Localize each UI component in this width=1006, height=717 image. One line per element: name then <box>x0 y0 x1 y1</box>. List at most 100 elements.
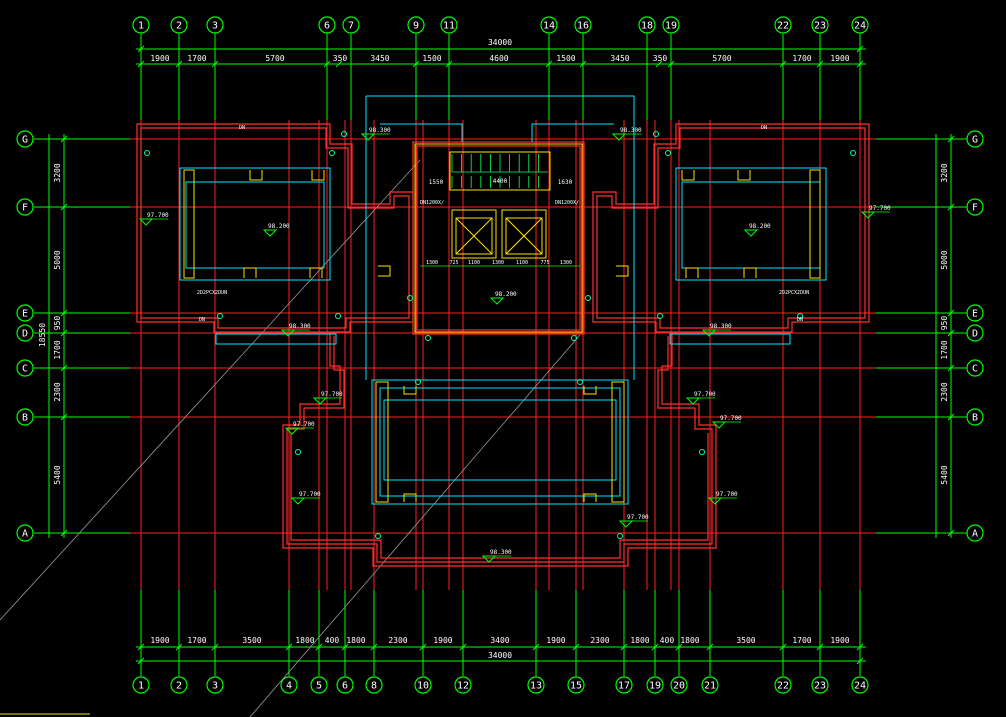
level-marker: 97.700 <box>860 205 891 219</box>
tick-bottom <box>572 643 580 651</box>
tick-right <box>947 329 955 337</box>
room-level-value: 98.200 <box>268 223 290 230</box>
axis-bubble-circle <box>646 676 664 694</box>
axis-bubble-circle <box>701 676 719 694</box>
axis-bubble-circle <box>132 676 150 694</box>
tick-bottom <box>137 643 145 651</box>
axis-bubble-label: 20 <box>673 681 685 692</box>
level-marker: 97.700 <box>685 391 716 405</box>
axis-bubble-label: 2 <box>176 21 182 32</box>
tick-bottom <box>459 643 467 651</box>
axis-bubble-label: F <box>22 203 28 214</box>
axis-bubble-circle <box>280 676 298 694</box>
axis-bubble-circle <box>440 16 458 34</box>
axis-bubble-circle <box>454 676 472 694</box>
bottom-dim-segment: 1700 <box>187 636 206 645</box>
right-dim-segment: 3200 <box>940 163 949 182</box>
small-annotation: DN <box>239 125 245 131</box>
top-total-dimension: 34000 <box>488 38 512 47</box>
axis-bubble-circle <box>615 676 633 694</box>
tick-left <box>60 203 68 211</box>
axis-bubble-label: 21 <box>704 681 716 692</box>
top-dim-segment: 3450 <box>610 54 629 63</box>
axis-bubble-label: 23 <box>814 21 826 32</box>
top-dim-segment: 5700 <box>265 54 284 63</box>
room-label: 98.200 <box>489 291 517 305</box>
lobby-dim-segment: 1300 <box>560 260 572 266</box>
core-mark-right: DN1200X/ <box>555 200 579 206</box>
level-value: 97.700 <box>627 514 649 521</box>
level-marker: 98.300 <box>701 323 732 337</box>
axis-bubble-label: E <box>22 309 28 320</box>
level-value: 97.700 <box>147 212 169 219</box>
axis-bubble-label: 16 <box>577 21 589 32</box>
tick-bottom <box>816 643 824 651</box>
axis-bubble-top-2: 2 <box>170 16 188 34</box>
axis-bubble-label: B <box>972 413 978 424</box>
axis-bubble-label: A <box>972 529 978 540</box>
tick-top <box>856 60 864 68</box>
small-annotation: DN <box>199 317 205 323</box>
tick-top <box>445 60 453 68</box>
level-value: 97.700 <box>299 491 321 498</box>
axis-bubble-top-18: 18 <box>638 16 656 34</box>
axis-bubble-bottom-8: 8 <box>365 676 383 694</box>
axis-bubble-label: 17 <box>618 681 630 692</box>
tick-top <box>655 60 663 68</box>
axis-bubble-circle <box>966 324 984 342</box>
row-bubble-right-B: B <box>966 408 984 426</box>
axis-bubble-label: E <box>972 309 978 320</box>
axis-bubble-label: 1 <box>138 681 144 692</box>
axis-bubble-circle <box>16 198 34 216</box>
axis-bubble-circle <box>966 304 984 322</box>
building-walls <box>136 123 870 567</box>
level-value: 98.300 <box>289 323 311 330</box>
level-value: 97.700 <box>293 421 315 428</box>
axis-bubble-label: 13 <box>530 681 542 692</box>
tick-top <box>175 60 183 68</box>
axis-bubble-bottom-4: 4 <box>280 676 298 694</box>
axis-bubble-label: 19 <box>665 21 677 32</box>
columns <box>144 131 856 539</box>
tick-top <box>323 60 331 68</box>
bottom-dim-segment: 3500 <box>736 636 755 645</box>
axis-bubble-top-19: 19 <box>662 16 680 34</box>
right-dim-segment: 2300 <box>940 382 949 401</box>
axis-bubble-label: 4 <box>286 681 292 692</box>
right-dim-segment: 5000 <box>940 250 949 269</box>
level-marker: 98.300 <box>611 127 642 141</box>
axis-bubble-bottom-1: 1 <box>132 676 150 694</box>
left-dim-segment: 950 <box>53 316 62 331</box>
axis-bubble-label: 14 <box>543 21 555 32</box>
left-dim-segment: 5400 <box>53 465 62 484</box>
row-bubble-left-B: B <box>16 408 34 426</box>
axis-bubble-circle <box>318 16 336 34</box>
level-value: 98.300 <box>620 127 642 134</box>
tick-right <box>947 135 955 143</box>
tick-top-total <box>856 45 864 53</box>
axis-bubble-circle <box>16 408 34 426</box>
bottom-dim-segment: 3400 <box>490 636 509 645</box>
level-marker: 97.700 <box>618 514 649 528</box>
stair-treads <box>451 154 548 188</box>
axis-bubble-circle <box>966 198 984 216</box>
axis-bubble-top-3: 3 <box>206 16 224 34</box>
level-marker: 97.700 <box>284 421 315 435</box>
bottom-dim-segment: 1900 <box>433 636 452 645</box>
level-value: 97.700 <box>321 391 343 398</box>
axis-bubble-circle <box>574 16 592 34</box>
axis-bubble-circle <box>414 676 432 694</box>
axis-bubble-top-16: 16 <box>574 16 592 34</box>
axis-bubble-circle <box>567 676 585 694</box>
bottom-dim-segment: 400 <box>325 636 340 645</box>
tick-right <box>947 413 955 421</box>
row-bubble-right-A: A <box>966 524 984 542</box>
axis-bubble-bottom-21: 21 <box>701 676 719 694</box>
axis-bubble-bottom-23: 23 <box>811 676 829 694</box>
axis-bubble-circle <box>16 304 34 322</box>
axis-bubble-circle <box>16 324 34 342</box>
tick-top <box>545 60 553 68</box>
